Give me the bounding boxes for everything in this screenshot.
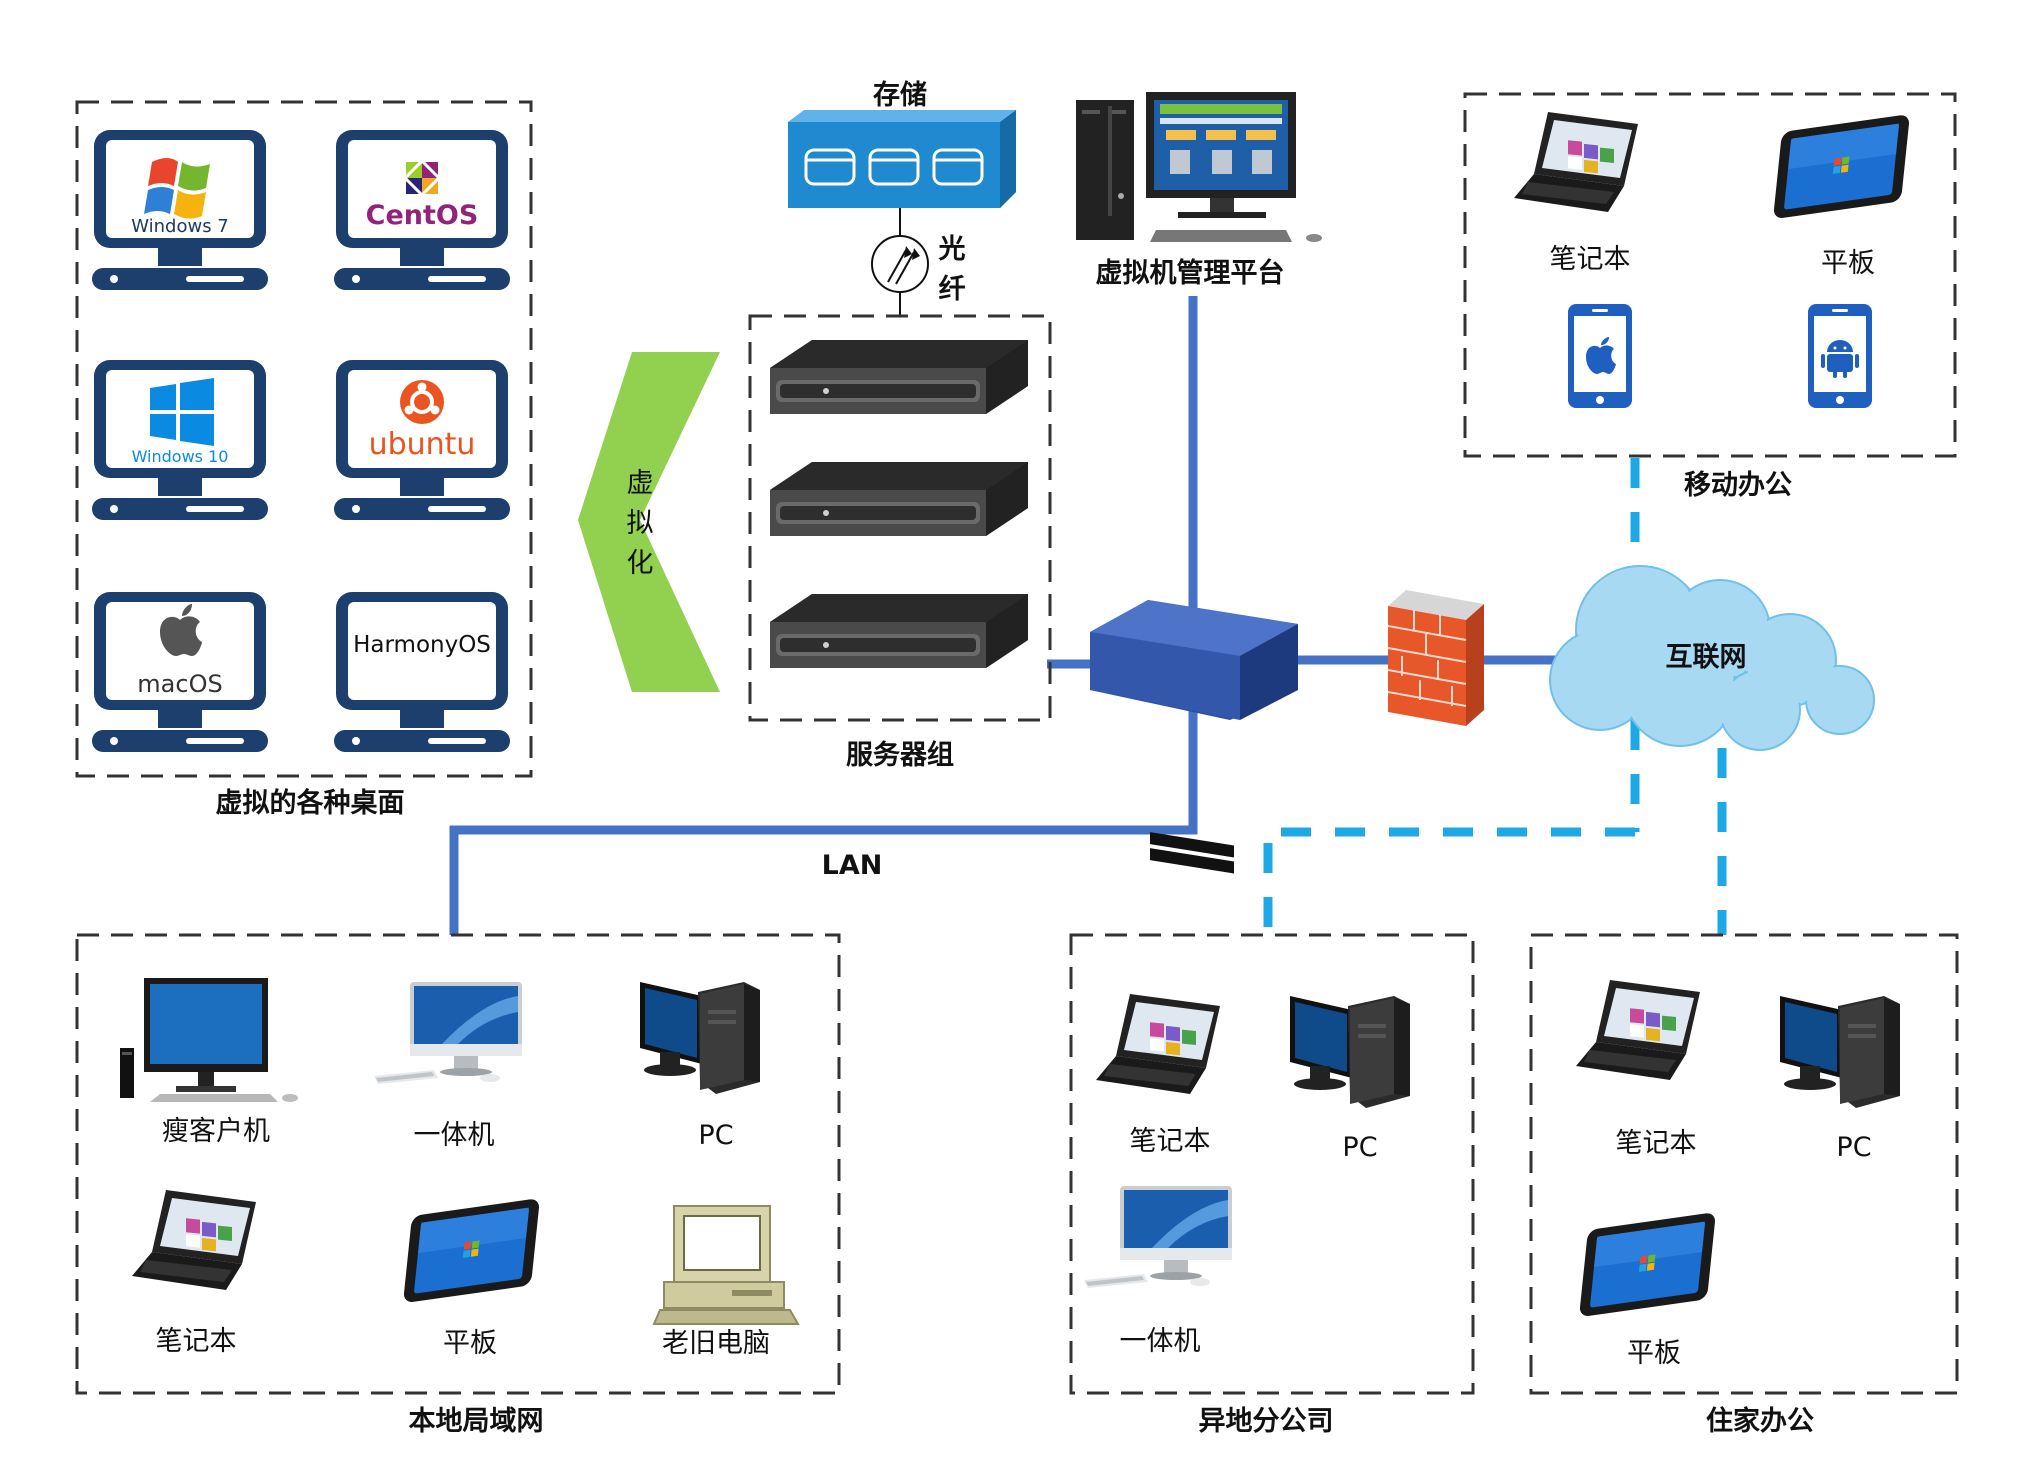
device-label: 笔记本 [1550, 244, 1631, 275]
old-computer-icon[interactable] [653, 1205, 799, 1325]
storage-label: 存储 [873, 80, 927, 111]
device-label: 平板 [1821, 248, 1875, 279]
desktop-centos[interactable]: CentOS [334, 130, 510, 290]
centos-logo-icon [402, 158, 442, 198]
device-label: PC [698, 1120, 733, 1151]
laptop-icon[interactable] [132, 1190, 256, 1290]
group-title-branch-office: 异地分公司 [1199, 1406, 1334, 1437]
virtualization-char: 虚 [627, 468, 654, 499]
virtualization-arrow: 虚 拟 化 [578, 352, 720, 692]
desktop-logo-text: macOS [137, 670, 222, 698]
desktop-harmonyos[interactable]: HarmonyOS [334, 592, 510, 752]
device-label: 笔记本 [1130, 1126, 1211, 1157]
laptop-icon[interactable] [1576, 980, 1700, 1080]
device-label: 笔记本 [1616, 1128, 1697, 1159]
vm-platform-label: 虚拟机管理平台 [1096, 257, 1285, 289]
all-in-one-icon[interactable] [1084, 1186, 1232, 1288]
device-label: 平板 [443, 1328, 497, 1359]
desktop-logo-text: ubuntu [369, 427, 476, 462]
group-title-local-lan: 本地局域网 [409, 1406, 544, 1437]
local-lan-group: 瘦客户机 一体机 PC 笔记本 平板 老旧电脑 本地局域网 [75, 933, 841, 1437]
home-office-group: 笔记本 PC 平板 住家办公 [1529, 933, 1959, 1437]
fiber-label: 纤 [939, 274, 966, 305]
windows10-logo-icon [150, 378, 214, 446]
lan-lines [449, 296, 1588, 935]
apple-logo-icon [1586, 337, 1616, 374]
lan-label: LAN [822, 850, 883, 881]
windows7-logo-icon [144, 158, 210, 219]
group-title-home-office: 住家办公 [1706, 1405, 1814, 1437]
thin-client-icon[interactable] [120, 978, 298, 1102]
branch-office-group: 笔记本 PC 一体机 异地分公司 [1069, 933, 1475, 1437]
mobile-office-group: 笔记本 平板 移动办公 [1463, 92, 1957, 501]
fiber-connector: 光 纤 [871, 234, 966, 316]
iphone-icon[interactable] [1568, 304, 1632, 408]
tablet-icon[interactable] [1772, 114, 1910, 220]
device-label: PC [1342, 1132, 1377, 1163]
device-label: 一体机 [1120, 1326, 1201, 1357]
desktop-logo-text: CentOS [366, 200, 479, 231]
internet-cloud[interactable]: 互联网 [1549, 565, 1875, 751]
pc-icon[interactable] [640, 982, 760, 1094]
virtual-desktops-group: Windows 7 CentOS Windows 10 [75, 100, 533, 819]
virtualization-char: 拟 [627, 508, 654, 539]
group-title-mobile-office: 移动办公 [1684, 470, 1792, 501]
device-label: 一体机 [414, 1120, 495, 1151]
server-unit[interactable] [770, 462, 1028, 536]
group-title-server-group: 服务器组 [846, 739, 954, 771]
server-unit[interactable] [770, 594, 1028, 668]
firewall-icon[interactable] [1387, 590, 1484, 726]
android-logo-icon [1821, 340, 1859, 378]
fiber-label: 光 [938, 234, 966, 265]
pc-icon[interactable] [1290, 996, 1410, 1108]
server-group: 服务器组 [748, 314, 1052, 771]
tablet-icon[interactable] [402, 1198, 540, 1304]
virtualization-char: 化 [627, 548, 654, 579]
desktop-windows7[interactable]: Windows 7 [92, 130, 268, 290]
apple-logo-icon [160, 604, 202, 656]
disk-icons [804, 148, 984, 186]
desktop-logo-text: Windows 7 [131, 216, 229, 237]
network-switch[interactable] [1090, 600, 1298, 874]
storage[interactable]: 存储 [788, 80, 1016, 236]
desktop-ubuntu[interactable]: ubuntu [334, 360, 510, 520]
device-label: 笔记本 [156, 1326, 237, 1357]
internet-dashes [1263, 458, 1727, 935]
tablet-icon[interactable] [1578, 1212, 1716, 1318]
android-phone-icon[interactable] [1808, 304, 1872, 408]
device-label: 老旧电脑 [662, 1328, 770, 1359]
device-label: PC [1836, 1132, 1871, 1163]
server-unit[interactable] [770, 340, 1028, 414]
desktop-logo-text: HarmonyOS [353, 632, 491, 658]
group-title-virtual-desktops: 虚拟的各种桌面 [216, 787, 405, 819]
desktop-windows10[interactable]: Windows 10 [92, 360, 268, 520]
all-in-one-icon[interactable] [374, 982, 522, 1084]
laptop-icon[interactable] [1096, 994, 1220, 1094]
internet-label: 互联网 [1666, 642, 1747, 673]
device-label: 平板 [1627, 1338, 1681, 1369]
laptop-icon[interactable] [1514, 112, 1638, 212]
pc-icon[interactable] [1780, 996, 1900, 1108]
device-label: 瘦客户机 [162, 1116, 270, 1147]
vm-management-platform[interactable]: 虚拟机管理平台 [1076, 92, 1322, 289]
desktop-macos[interactable]: macOS [92, 592, 268, 752]
desktop-logo-text: Windows 10 [132, 447, 229, 466]
ubuntu-logo-icon [400, 380, 444, 424]
